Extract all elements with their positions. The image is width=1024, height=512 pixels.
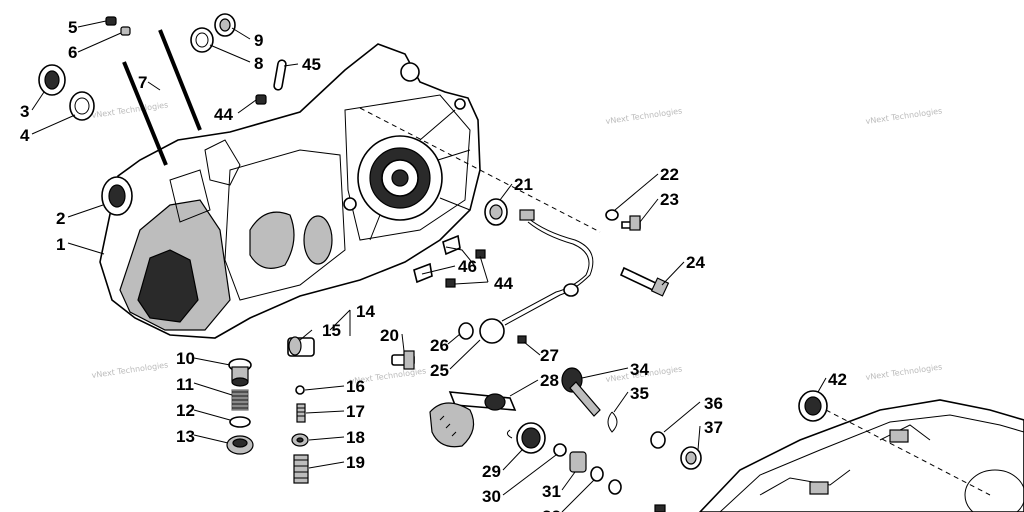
callout-24: 24: [686, 253, 705, 272]
callout-23: 23: [660, 190, 679, 209]
callout-3: 3: [20, 102, 29, 121]
callout-18: 18: [346, 428, 365, 447]
callout-15: 15: [322, 321, 341, 340]
callout-27: 27: [540, 346, 559, 365]
callout-36: 36: [704, 394, 723, 413]
callout-45: 45: [302, 55, 321, 74]
callout-8: 8: [254, 54, 263, 73]
callout-5: 5: [68, 18, 77, 37]
watermark-5: vNext Technologies: [91, 360, 169, 380]
callout-17: 17: [346, 402, 365, 421]
callout-19: 19: [346, 453, 365, 472]
callout-1: 1: [56, 235, 65, 254]
callout-31: 31: [542, 482, 561, 501]
callout-6: 6: [68, 43, 77, 62]
callout-25: 25: [430, 361, 449, 380]
watermark-8: vNext Technologies: [865, 362, 943, 382]
watermark-1: vNext Technologies: [91, 100, 169, 120]
watermark-3: vNext Technologies: [605, 106, 683, 126]
callout-7: 7: [138, 73, 147, 92]
callout-4: 4: [20, 126, 30, 145]
callout-14: 14: [356, 302, 375, 321]
callout-30: 30: [482, 487, 501, 506]
callout-44-top: 44: [214, 105, 233, 124]
callout-32: 32: [542, 507, 561, 512]
callout-20: 20: [380, 326, 399, 345]
callout-42: 42: [828, 370, 847, 389]
callout-29: 29: [482, 462, 501, 481]
callout-16: 16: [346, 377, 365, 396]
parts-drawings: [38, 13, 1024, 512]
callout-13: 13: [176, 427, 195, 446]
callout-34: 34: [630, 360, 649, 379]
callout-28: 28: [540, 371, 559, 390]
callout-12: 12: [176, 401, 195, 420]
callout-22: 22: [660, 165, 679, 184]
callout-10: 10: [176, 349, 195, 368]
crankcase-drawing: [99, 43, 481, 339]
callout-37: 37: [704, 418, 723, 437]
callout-35: 35: [630, 384, 649, 403]
callout-11: 11: [176, 375, 194, 394]
callout-44-bottom: 44: [494, 274, 513, 293]
callout-labels: 5 6 7 9 8 45 3 4 44 2 1 21 22 23 24 46 4…: [20, 18, 847, 512]
callout-46: 46: [458, 257, 477, 276]
callout-21: 21: [514, 175, 533, 194]
callout-2: 2: [56, 209, 65, 228]
callout-9: 9: [254, 31, 263, 50]
leader-lines: [31, 20, 827, 512]
watermark-4: vNext Technologies: [865, 106, 943, 126]
callout-26: 26: [430, 336, 449, 355]
